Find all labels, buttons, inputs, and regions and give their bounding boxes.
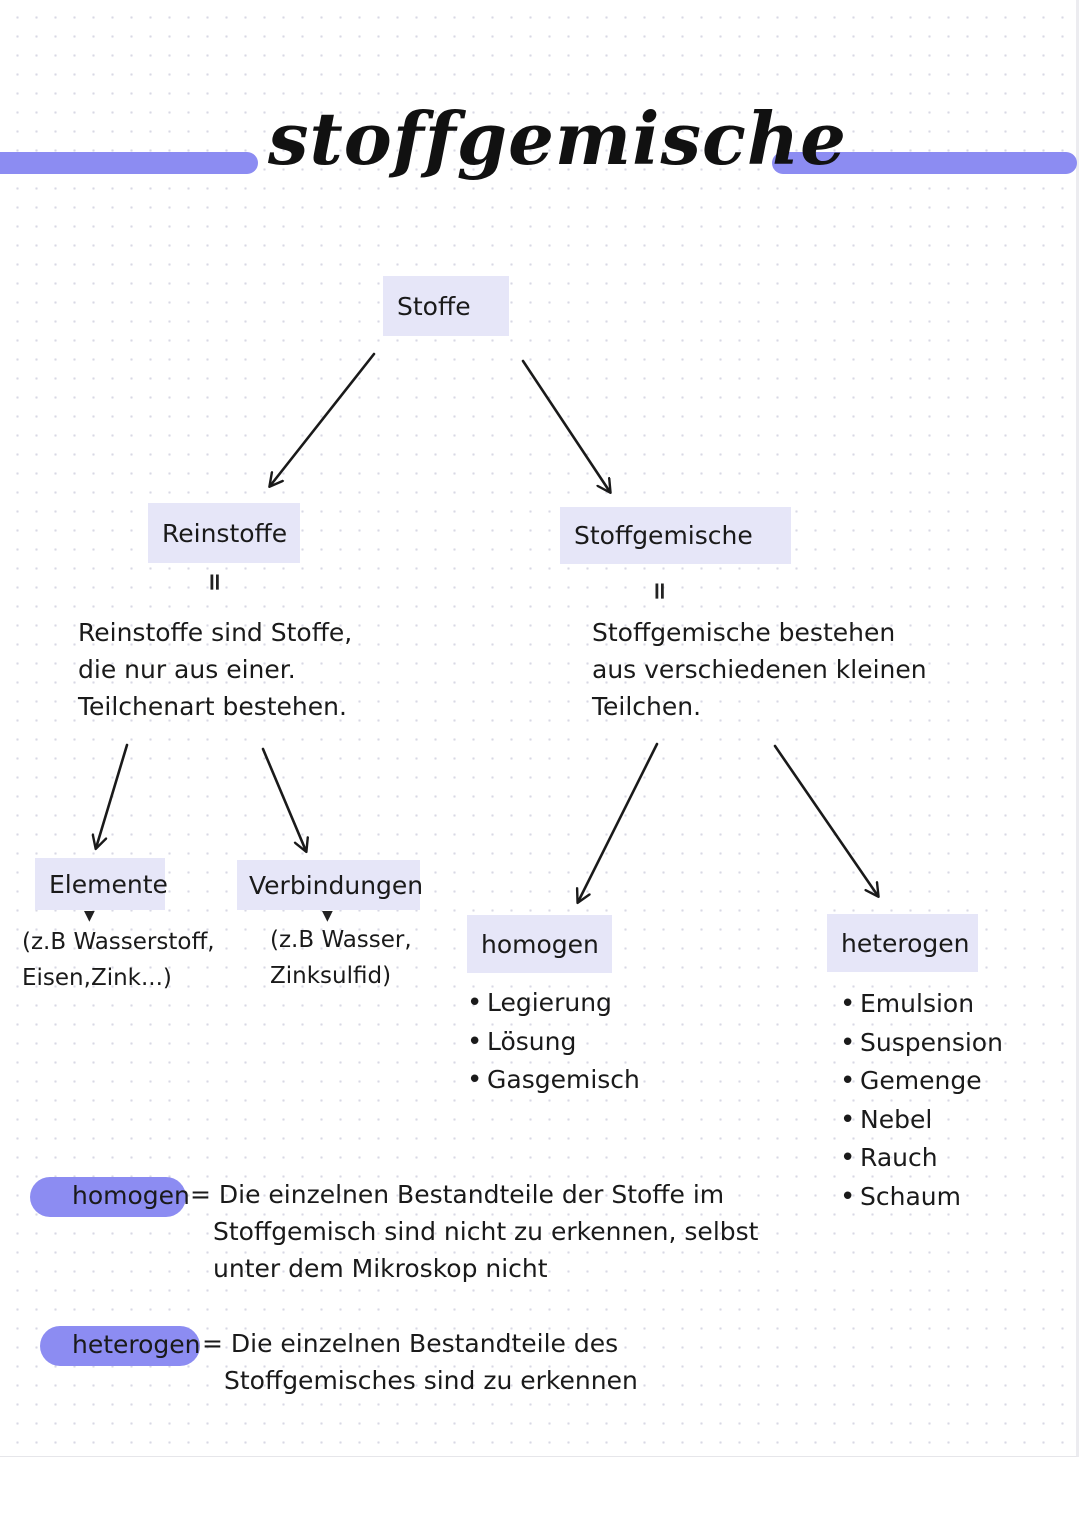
homogen-list: Legierung Lösung Gasgemisch — [467, 984, 640, 1100]
glossary-term-homogen: homogen — [72, 1181, 190, 1210]
list-item: Legierung — [467, 984, 640, 1023]
title-underline-right — [772, 152, 1077, 174]
small-down-arrow-icon: ▼ — [84, 908, 95, 924]
title-underline-left — [0, 152, 258, 174]
arrow-stoffe-to-reinstoffe — [270, 352, 376, 486]
list-item: Rauch — [840, 1139, 1003, 1178]
elemente-examples: (z.B Wasserstoff, Eisen,Zink...) — [22, 924, 215, 996]
definition-line: Stoffgemisch sind nicht zu erkennen, sel… — [213, 1217, 759, 1246]
arrow-reinstoffe-to-elemente — [96, 743, 129, 848]
definition-line: die nur aus einer. — [78, 655, 296, 684]
notebook-page — [0, 0, 1079, 1457]
list-item: Suspension — [840, 1024, 1003, 1063]
arrow-stoffe-to-stoffgemische — [521, 359, 610, 492]
node-homogen: homogen — [467, 915, 612, 973]
node-heterogen-label: heterogen — [841, 928, 970, 958]
arrow-stoffgemische-to-homogen — [578, 742, 659, 902]
node-stoffgemische-label: Stoffgemische — [574, 521, 753, 550]
node-verbindungen-label: Verbindungen — [249, 870, 424, 900]
list-item: Schaum — [840, 1178, 1003, 1217]
definition-line: Reinstoffe sind Stoffe, — [78, 618, 353, 647]
list-item: Emulsion — [840, 985, 1003, 1024]
small-down-arrow-icon: ▼ — [322, 908, 333, 924]
list-item: Gasgemisch — [467, 1061, 640, 1100]
glossary-term-heterogen: heterogen — [72, 1330, 201, 1359]
list-item: Nebel — [840, 1101, 1003, 1140]
highlight-heterogen — [40, 1326, 200, 1366]
arrow-stoffgemische-to-heterogen — [773, 744, 878, 896]
list-item: Lösung — [467, 1023, 640, 1062]
node-elemente-label: Elemente — [49, 869, 168, 899]
node-reinstoffe-label: Reinstoffe — [162, 518, 288, 548]
definition-line: aus verschiedenen kleinen — [592, 655, 927, 684]
definition-line: = Die einzelnen Bestandteile der Stoffe … — [190, 1180, 725, 1209]
page-title: stoffgemische — [268, 96, 847, 181]
example-line: (z.B Wasserstoff, — [22, 929, 215, 955]
list-item: Gemenge — [840, 1062, 1003, 1101]
equals-stoffgemische: = — [646, 580, 675, 602]
node-verbindungen: Verbindungen — [237, 860, 424, 910]
definition-line: Stoffgemisches sind zu erkennen — [224, 1366, 638, 1395]
heterogen-list: Emulsion Suspension Gemenge Nebel Rauch … — [840, 985, 1003, 1216]
node-stoffe-label: Stoffe — [397, 291, 471, 321]
reinstoffe-definition: Reinstoffe sind Stoffe, die nur aus eine… — [78, 614, 352, 725]
stoffgemische-definition: Stoffgemische bestehen aus verschiedenen… — [592, 614, 927, 725]
definition-line: Teilchen. — [592, 692, 702, 721]
arrow-reinstoffe-to-verbindungen — [261, 747, 306, 851]
definition-line: = Die einzelnen Bestandteile des — [202, 1329, 619, 1358]
example-line: Eisen,Zink...) — [22, 965, 172, 991]
equals-reinstoffe: = — [201, 571, 230, 593]
highlight-homogen — [30, 1177, 186, 1217]
node-homogen-label: homogen — [481, 929, 599, 959]
glossary-definition-heterogen: = Die einzelnen Bestandteile des Stoffge… — [202, 1325, 638, 1399]
definition-line: Stoffgemische bestehen — [592, 618, 896, 647]
example-line: (z.B Wasser, — [270, 927, 412, 953]
definition-line: Teilchenart bestehen. — [78, 692, 347, 721]
definition-line: unter dem Mikroskop nicht — [213, 1254, 548, 1283]
glossary-definition-homogen: = Die einzelnen Bestandteile der Stoffe … — [190, 1176, 758, 1287]
verbindungen-examples: (z.B Wasser, Zinksulfid) — [270, 922, 412, 994]
node-stoffgemische: Stoffgemische — [560, 507, 791, 564]
node-heterogen: heterogen — [827, 914, 978, 972]
node-reinstoffe: Reinstoffe — [148, 503, 300, 563]
node-elemente: Elemente — [35, 858, 168, 910]
node-stoffe: Stoffe — [383, 276, 509, 336]
example-line: Zinksulfid) — [270, 963, 392, 989]
